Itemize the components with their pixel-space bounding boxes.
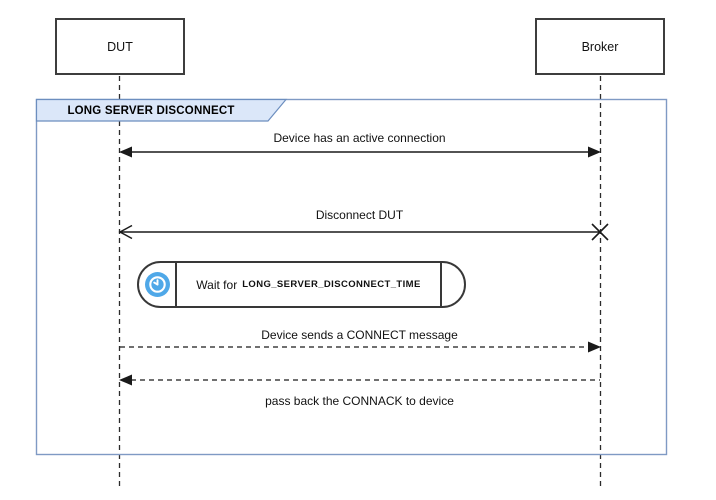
wait-constant-label: LONG_SERVER_DISCONNECT_TIME [242, 279, 421, 290]
arrow-connect-message [120, 341, 601, 353]
wait-icon-cell [139, 263, 177, 306]
clock-icon [144, 272, 170, 297]
actor-label-dut: DUT [107, 39, 133, 54]
wait-text-cell: Wait for LONG_SERVER_DISCONNECT_TIME [177, 263, 442, 306]
message-label-connack-return: pass back the CONNACK to device [265, 394, 454, 408]
message-label-active-connection: Device has an active connection [273, 131, 446, 145]
arrow-active-connection [119, 146, 601, 158]
message-label-connect-message: Device sends a CONNECT message [261, 328, 458, 342]
wait-prefix-label: Wait for [196, 277, 238, 292]
actor-box-broker: Broker [535, 18, 665, 75]
message-label-disconnect-dut: Disconnect DUT [315, 208, 404, 222]
wait-step-box: Wait for LONG_SERVER_DISCONNECT_TIME [137, 261, 466, 308]
frame-border [35, 98, 668, 456]
frame-title: LONG SERVER DISCONNECT [67, 104, 235, 117]
frame-title-pentagon [35, 98, 288, 122]
arrow-disconnect-dut [118, 223, 609, 241]
arrow-connack-return [119, 374, 600, 386]
actor-box-dut: DUT [55, 18, 185, 75]
actor-label-broker: Broker [581, 39, 619, 54]
